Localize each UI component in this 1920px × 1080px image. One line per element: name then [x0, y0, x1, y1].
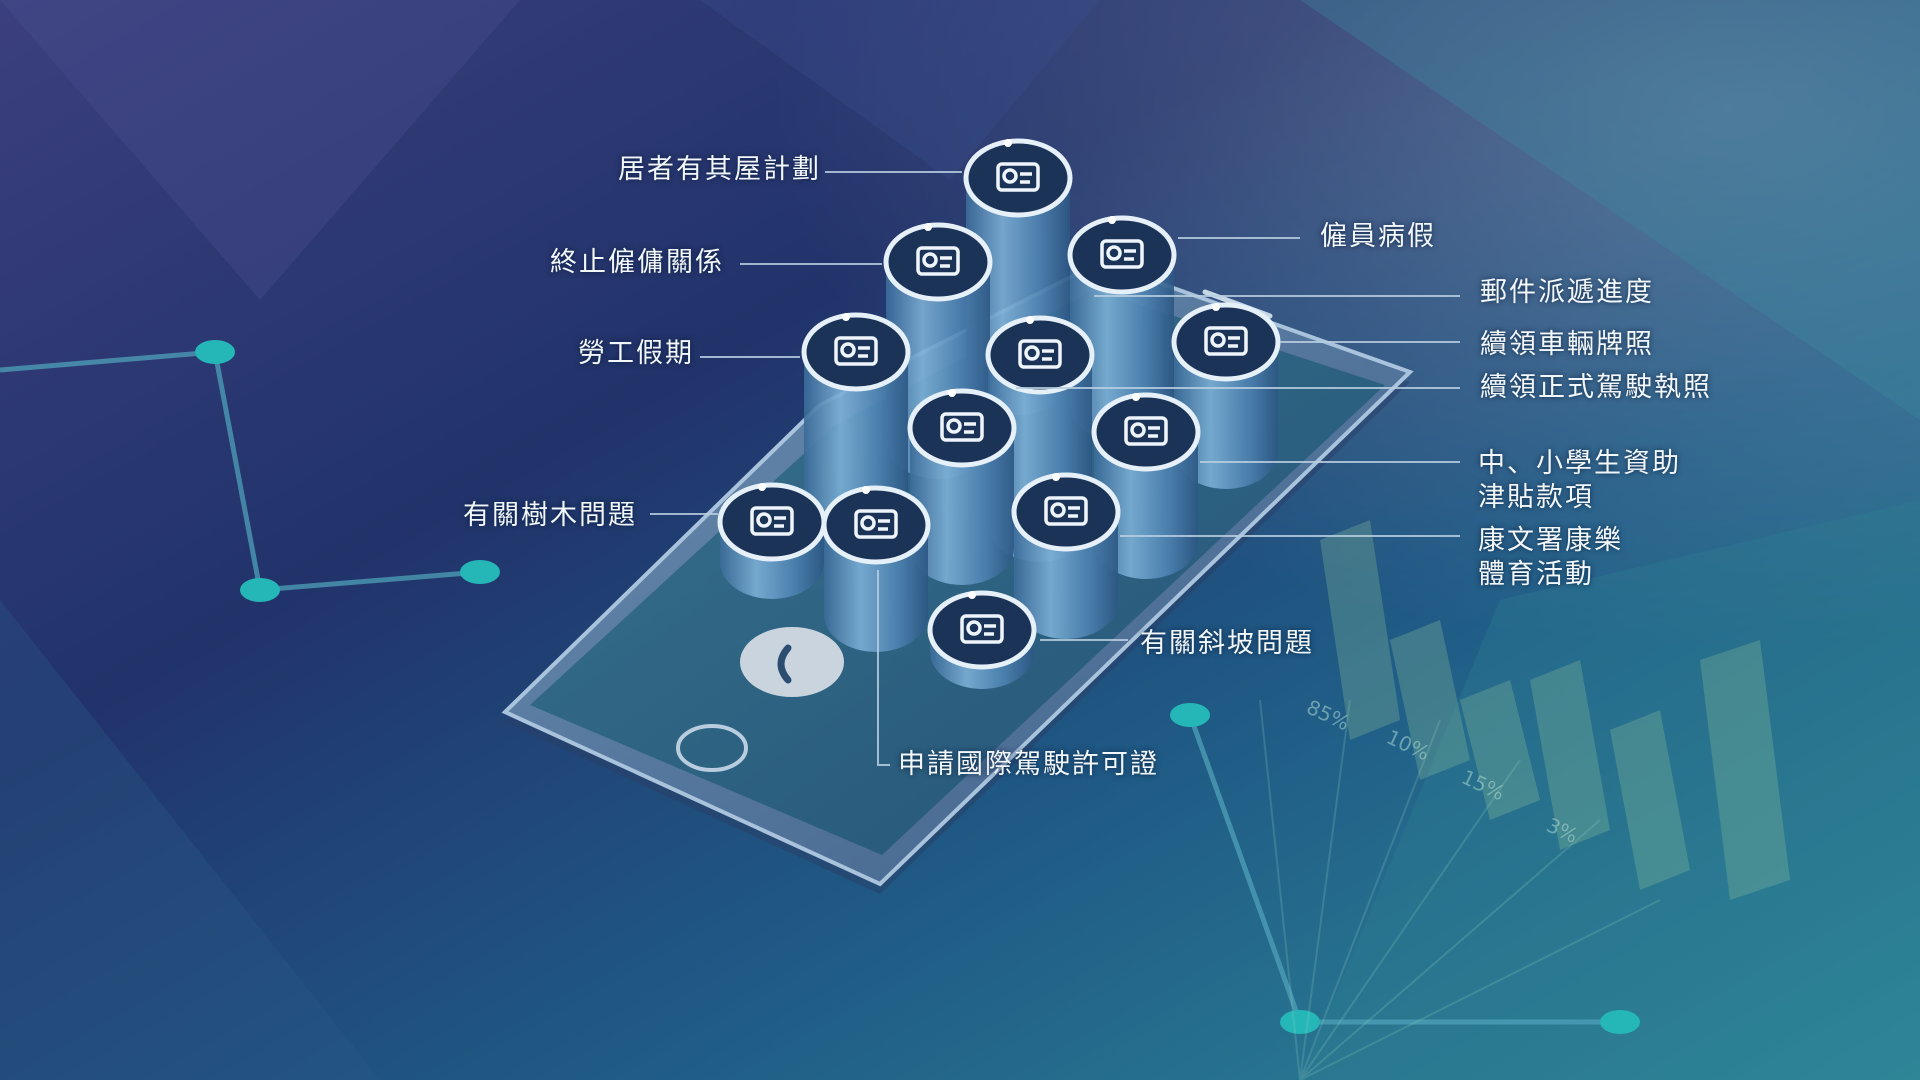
phone-call-icon [777, 644, 792, 684]
payment-hand-icon [1100, 239, 1144, 269]
cylinder-top [821, 485, 931, 565]
service-cylinder-student-grant[interactable] [1091, 392, 1201, 579]
label-driving-licence: 續領正式駕駛執照 [1480, 372, 1712, 403]
background-sunburst [1259, 699, 1661, 1080]
cylinder-body [804, 352, 908, 529]
home-button[interactable] [676, 724, 748, 772]
cylinder-body [1174, 342, 1278, 489]
service-cylinder-slope-issues[interactable] [927, 590, 1037, 689]
cylinder-top [1171, 302, 1281, 382]
highlight-spark [1132, 393, 1140, 401]
highlight-spark [862, 486, 870, 494]
cylinder-top [717, 482, 827, 562]
service-cylinder-lcsd[interactable] [1011, 472, 1121, 639]
leader-line-international-permit [877, 570, 890, 766]
tree-icon [750, 506, 794, 536]
label-student-grant: 中、小學生資助 津貼款項 [1478, 448, 1681, 513]
cylinder-top [1067, 215, 1177, 295]
call-button[interactable] [740, 627, 844, 697]
label-international-permit: 申請國際駕駛許可證 [898, 749, 1159, 780]
car-icon [1204, 326, 1248, 356]
cylinder-top [985, 315, 1095, 395]
piggy-bank-clock-icon [1124, 416, 1168, 446]
service-cylinder-vehicle-licence[interactable] [1171, 302, 1281, 489]
service-cylinders [717, 138, 1281, 689]
label-vehicle-licence: 續領車輛牌照 [1480, 329, 1654, 360]
highlight-spark [924, 223, 932, 231]
cylinder-top [1011, 472, 1121, 552]
label-termination: 終止僱傭關係 [550, 247, 724, 278]
service-cylinder-tree-issues[interactable] [717, 482, 827, 599]
highlight-spark [1212, 303, 1220, 311]
service-cylinder-labour-holidays[interactable] [801, 312, 911, 529]
highlight-spark [948, 389, 956, 397]
house-document-icon [996, 162, 1040, 192]
label-slope-issues: 有關斜坡問題 [1140, 628, 1314, 659]
service-cylinder-driving-licence[interactable] [907, 388, 1017, 585]
cylinder-top [927, 590, 1037, 670]
label-home-ownership: 居者有其屋計劃 [618, 154, 821, 185]
cylinder-body [910, 428, 1014, 585]
highlight-spark [758, 483, 766, 491]
highlight-spark [1026, 316, 1034, 324]
label-sick-leave: 僱員病假 [1320, 221, 1436, 252]
highlight-spark [1004, 139, 1012, 147]
cylinder-top [801, 312, 911, 392]
mail-location-icon [1018, 339, 1062, 369]
cylinder-body [1094, 432, 1198, 579]
highlight-spark [842, 313, 850, 321]
label-mail-tracking: 郵件派遞進度 [1480, 277, 1654, 308]
background-bar-chart [1320, 520, 1790, 900]
sports-icon [1044, 496, 1088, 526]
worker-cancel-icon [916, 246, 960, 276]
slope-icon [960, 614, 1004, 644]
cylinder-top [963, 138, 1073, 218]
cylinder-top [1091, 392, 1201, 472]
cylinder-top [907, 388, 1017, 468]
leader-lines [650, 171, 1460, 766]
highlight-spark [1108, 216, 1116, 224]
label-labour-holidays: 勞工假期 [578, 338, 694, 369]
service-cylinder-international-permit[interactable] [821, 485, 931, 652]
id-card-renew-icon [940, 412, 984, 442]
highlight-spark [1052, 473, 1060, 481]
globe-id-icon [854, 509, 898, 539]
calendar-beach-icon [834, 336, 878, 366]
highlight-spark [968, 591, 976, 599]
cylinder-top [883, 222, 993, 302]
label-lcsd: 康文署康樂 體育活動 [1478, 525, 1623, 590]
network-nodes [195, 340, 1640, 1034]
label-tree-issues: 有關樹木問題 [463, 500, 637, 531]
